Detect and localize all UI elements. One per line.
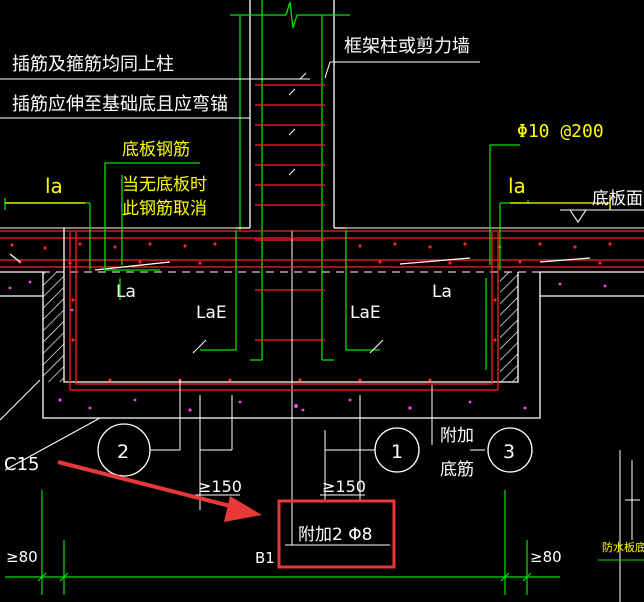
waterproof-label: 防水板底 (602, 540, 644, 554)
spacing-label: Φ10 @200 (517, 121, 604, 142)
la-inner-left-label: La (116, 282, 136, 302)
right-partial-detail (619, 450, 640, 602)
no-slab-note-2: 此钢筋取消 (122, 199, 207, 219)
column-break-line (230, 0, 350, 361)
no-slab-note-1: 当无底板时 (122, 175, 207, 195)
right-wall-hatch (500, 272, 518, 382)
marker-2-circle (97, 423, 151, 477)
marker-3-circle (487, 427, 533, 473)
bottom-dimension (5, 490, 560, 595)
slab-rebar-hooks (9, 253, 591, 271)
left-wall-hatch (43, 272, 64, 382)
additional-rebar-label: 附加2 Φ8 (298, 525, 372, 545)
marker-1-label: 1 (391, 441, 403, 463)
marker-leaders (0, 379, 485, 510)
la-left-label: la (45, 174, 63, 198)
column-wall-label: 框架柱或剪力墙 (344, 36, 470, 57)
lae-dim-ticks (192, 339, 384, 354)
additional-label-2: 底筋 (440, 460, 474, 480)
column-dim-ticks (288, 88, 296, 176)
slab-rebar-dots (10, 242, 612, 265)
bottom-slab-rebar-label: 底板钢筋 (122, 140, 190, 160)
lae-right-label: LaE (350, 303, 381, 323)
center-axis (285, 230, 390, 546)
la-right-label: la (508, 174, 526, 198)
marker-circles (97, 423, 533, 477)
concrete-grade-label: C15 (4, 454, 39, 475)
column-stirrups (255, 84, 325, 341)
marker-2-label: 2 (117, 441, 129, 463)
highlight-box (277, 499, 396, 569)
dim-150-right-label: ≥150 (322, 477, 366, 496)
pointer-arrow (57, 460, 262, 522)
column-outline (236, 0, 346, 229)
marker-1-circle (374, 427, 420, 473)
slab-face-label: 底板面 (592, 189, 643, 209)
green-rebar-hooks (4, 144, 529, 370)
dim-80-left-label: ≥80 (6, 548, 38, 566)
rebar-note-2: 插筋应伸至基础底且应弯锚 (12, 94, 228, 115)
dim-80-right-label: ≥80 (530, 548, 562, 566)
leader-lines (0, 61, 480, 119)
pit-rebars (69, 232, 499, 391)
rebar-note-1: 插筋及箍筋均同上柱 (12, 54, 174, 75)
additional-label-1: 附加 (440, 426, 474, 446)
concrete-specks (8, 280, 607, 412)
lae-left-label: LaE (196, 303, 227, 323)
marker-3-label: 3 (503, 441, 515, 463)
pit-bottom-dots (71, 298, 497, 382)
dim-150-left-label: ≥150 (198, 477, 242, 496)
b1-label: B1 (255, 549, 275, 567)
la-inner-right-label: La (432, 282, 452, 302)
slab-face-mark (560, 209, 644, 223)
la-dimension-marks (5, 195, 611, 210)
slab-top-band (0, 227, 644, 273)
